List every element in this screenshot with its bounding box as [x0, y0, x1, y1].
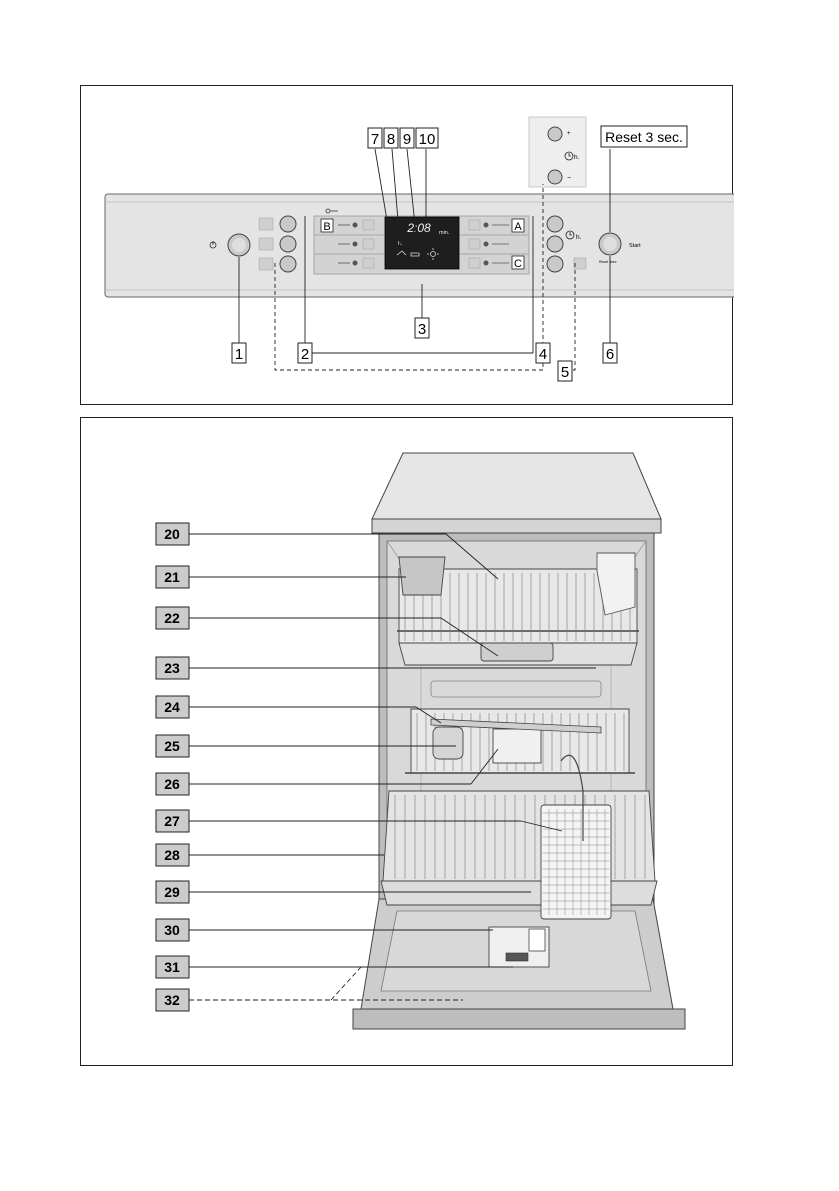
callout-2-box [297, 342, 313, 364]
callout-20: 20 [164, 526, 180, 542]
zone-b-label: B [323, 221, 330, 233]
callout-3: 3 [418, 321, 426, 338]
key-icon [325, 208, 338, 214]
reset-small-label: Reset 3sec [599, 260, 617, 264]
callout-32: 32 [164, 992, 180, 1008]
callout-leaders [238, 148, 611, 371]
dishwasher-diagram: 20 21 22 23 24 25 26 27 28 29 30 31 32 [155, 452, 686, 1030]
pump-cover [505, 952, 529, 962]
machine-callouts: 20 21 22 23 24 25 26 27 28 29 30 31 32 [155, 522, 190, 1012]
spice-rack [398, 556, 446, 596]
timer-button-3[interactable] [546, 255, 564, 273]
callout-9: 9 [403, 131, 411, 148]
callout-5-box [557, 360, 573, 382]
callout-2: 2 [301, 346, 309, 363]
lower-spray-arm [430, 718, 602, 734]
zone-a-label: A [514, 221, 522, 233]
callout-23: 23 [164, 660, 180, 676]
callout-8: 8 [387, 131, 395, 148]
zone-c-box [511, 255, 525, 270]
callout-8-box [383, 127, 399, 149]
callout-10: 10 [419, 131, 436, 148]
inset-plus-sign: + [567, 131, 571, 137]
callout-6: 6 [606, 346, 614, 363]
callout-29: 29 [164, 884, 180, 900]
upper-spray-arm [480, 642, 554, 662]
callout-6-box [602, 342, 618, 364]
inset-minus-button[interactable] [547, 169, 563, 185]
knife-rack [596, 552, 636, 616]
callout-26: 26 [164, 776, 180, 792]
zone-c-label: C [514, 258, 522, 270]
worktop [371, 452, 662, 520]
callout-21: 21 [164, 569, 180, 585]
callout-30: 30 [164, 922, 180, 938]
reset-callout: Reset 3 sec. [605, 129, 683, 145]
callout-28: 28 [164, 847, 180, 863]
power-icon [209, 241, 217, 249]
display-unit-h: h. [398, 241, 402, 247]
zone-b-box [320, 218, 334, 233]
program-button-1[interactable] [279, 215, 297, 233]
callout-4: 4 [539, 346, 547, 363]
cutlery-grid [543, 809, 609, 915]
program-button-2[interactable] [279, 235, 297, 253]
callout-1: 1 [235, 346, 243, 363]
control-panel-diagram: 2:08 min. h. B [104, 116, 734, 382]
callout-31: 31 [164, 959, 180, 975]
callout-27: 27 [164, 813, 180, 829]
timer-plus-button[interactable] [546, 215, 564, 233]
left-program-indicators [338, 219, 375, 269]
display-unit-min: min. [439, 230, 450, 236]
rinse-aid-dispenser [432, 726, 464, 760]
timer-unit-label: h. [576, 234, 582, 241]
callout-7-box [367, 127, 383, 149]
timer-minus-button[interactable] [546, 235, 564, 253]
callout-4-box [535, 342, 551, 364]
left-program-buttons [258, 215, 297, 273]
detergent-dispenser [492, 728, 542, 764]
callout-9-box [399, 127, 415, 149]
display [384, 216, 460, 270]
panel-callouts: 1 2 3 4 5 6 7 8 9 10 Reset 3 sec. [231, 125, 688, 382]
clock-icon [565, 230, 575, 240]
callout-10-box [415, 127, 439, 149]
machine-callout-leaders [189, 533, 596, 1001]
control-panel-figure: 2:08 min. h. B [80, 85, 734, 405]
callout-5: 5 [561, 364, 569, 381]
inset-minus-sign: − [567, 175, 571, 182]
zone-a-box [511, 218, 525, 233]
callout-24: 24 [164, 699, 180, 715]
callout-1-box [231, 342, 247, 364]
dishwasher-figure: 20 21 22 23 24 25 26 27 28 29 30 31 32 [80, 417, 733, 1066]
program-button-3[interactable] [279, 255, 297, 273]
inset-plus-button[interactable] [547, 126, 563, 142]
inset-clock-icon [564, 151, 574, 161]
filter-cylinder [528, 928, 546, 952]
timer-indicator [573, 257, 587, 270]
right-program-indicators [468, 219, 509, 269]
lower-basket [380, 790, 658, 906]
inset-timer-unit: h. [574, 154, 580, 161]
display-time: 2:08 [406, 221, 431, 235]
rails [430, 680, 602, 698]
callout-3-box [414, 317, 430, 339]
reset-callout-box [600, 125, 688, 148]
start-label: Start [629, 243, 641, 249]
callout-25: 25 [164, 738, 180, 754]
callout-7: 7 [371, 131, 379, 148]
cutlery-basket [540, 754, 612, 920]
callout-22: 22 [164, 610, 180, 626]
display-indicator-icons [396, 248, 439, 260]
